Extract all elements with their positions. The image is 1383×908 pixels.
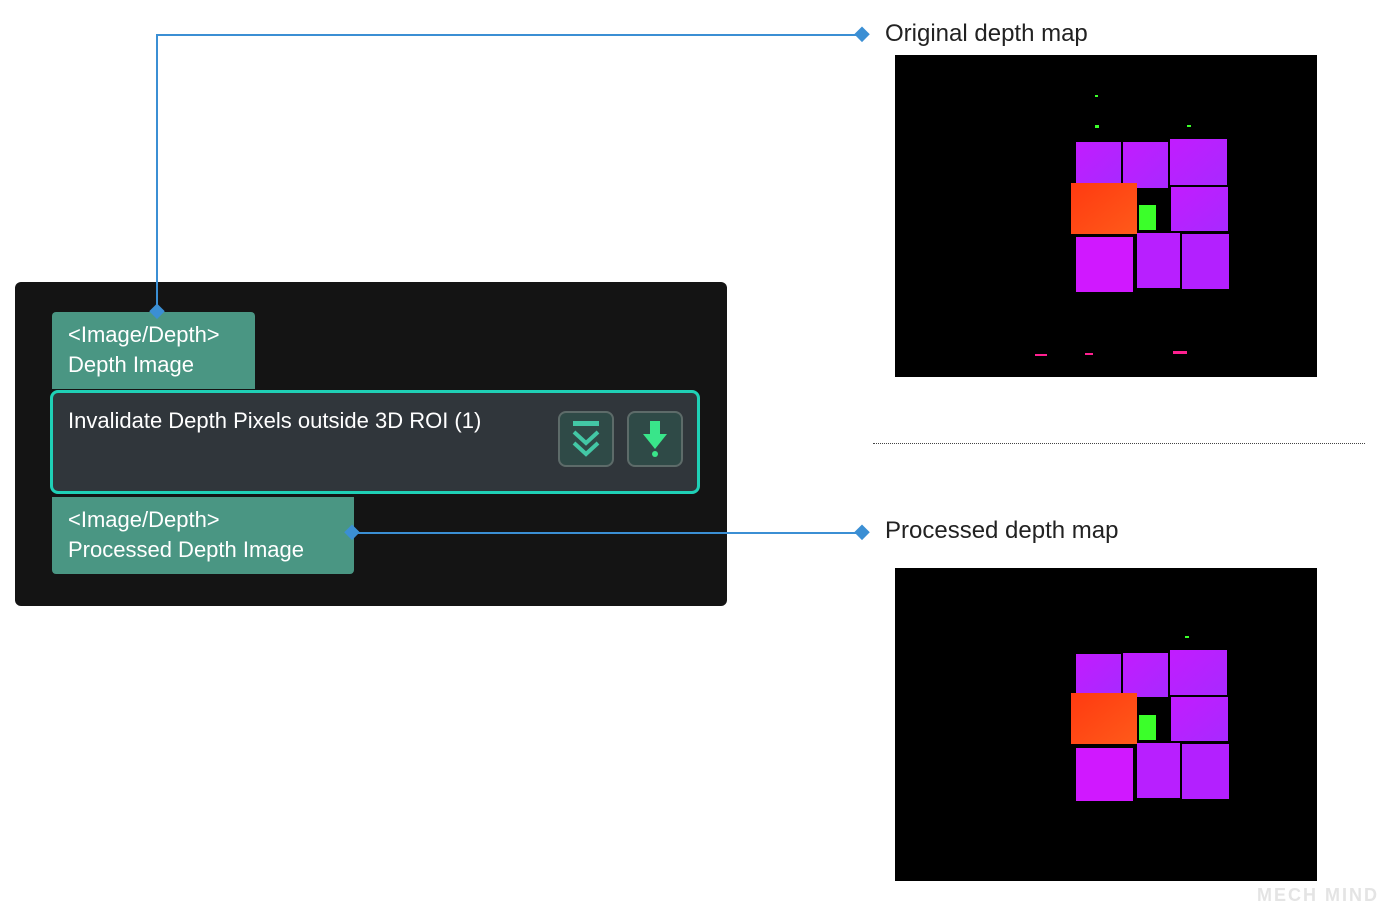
original-depth-map-label: Original depth map — [885, 20, 1088, 47]
step-node-title: Invalidate Depth Pixels outside 3D ROI (… — [68, 408, 482, 433]
collapse-chevron-icon — [572, 421, 600, 457]
processed-depth-map-label: Processed depth map — [885, 517, 1119, 544]
section-divider — [873, 443, 1365, 444]
output-port-processed-depth-image[interactable]: <Image/Depth> Processed Depth Image — [52, 497, 354, 574]
processed-depth-map-image — [895, 568, 1317, 881]
output-port-type: <Image/Depth> — [68, 507, 220, 532]
collapse-button[interactable] — [558, 411, 614, 467]
input-port-name: Depth Image — [68, 352, 194, 377]
input-port-depth-image[interactable]: <Image/Depth> Depth Image — [52, 312, 255, 389]
download-arrow-icon — [643, 421, 667, 457]
input-port-type: <Image/Depth> — [68, 322, 220, 347]
output-port-name: Processed Depth Image — [68, 537, 305, 562]
watermark-logo: MECH MIND — [1257, 885, 1379, 905]
download-button[interactable] — [627, 411, 683, 467]
original-depth-map-image — [895, 55, 1317, 377]
step-node[interactable]: Invalidate Depth Pixels outside 3D ROI (… — [50, 390, 700, 494]
